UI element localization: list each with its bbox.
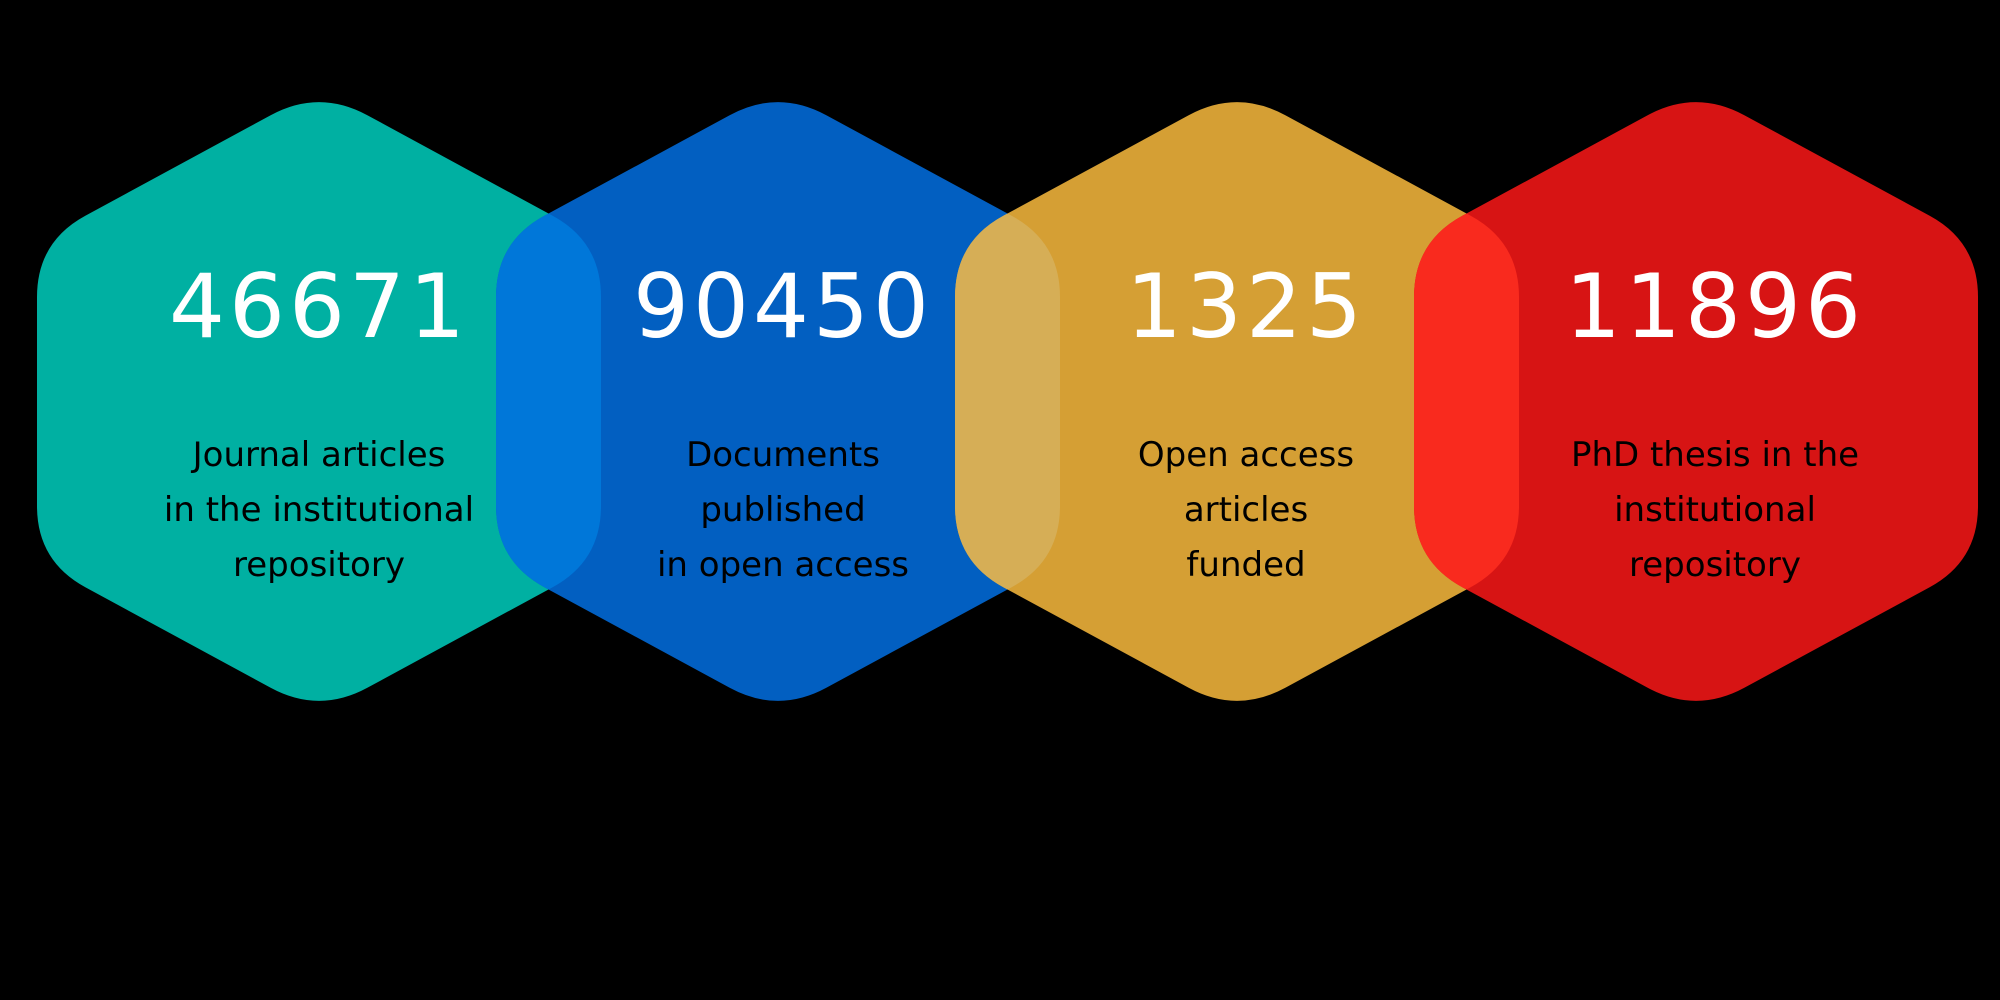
stat-label: Journal articles in the institutional re… [163, 435, 475, 585]
hexagon-1 [37, 102, 601, 701]
hexagon-4 [1414, 102, 1978, 701]
stat-value: 46671 [169, 255, 469, 358]
stat-label: Documents published in open access [656, 435, 910, 585]
stat-value: 1325 [1126, 255, 1366, 358]
hexagon-3 [955, 102, 1519, 701]
hexagon-2 [496, 102, 1060, 701]
stat-value: 11896 [1565, 255, 1865, 358]
stat-value: 90450 [633, 255, 933, 358]
stat-label: PhD thesis in the institutional reposito… [1570, 435, 1860, 585]
stat-label: Open access articles funded [1137, 435, 1355, 585]
